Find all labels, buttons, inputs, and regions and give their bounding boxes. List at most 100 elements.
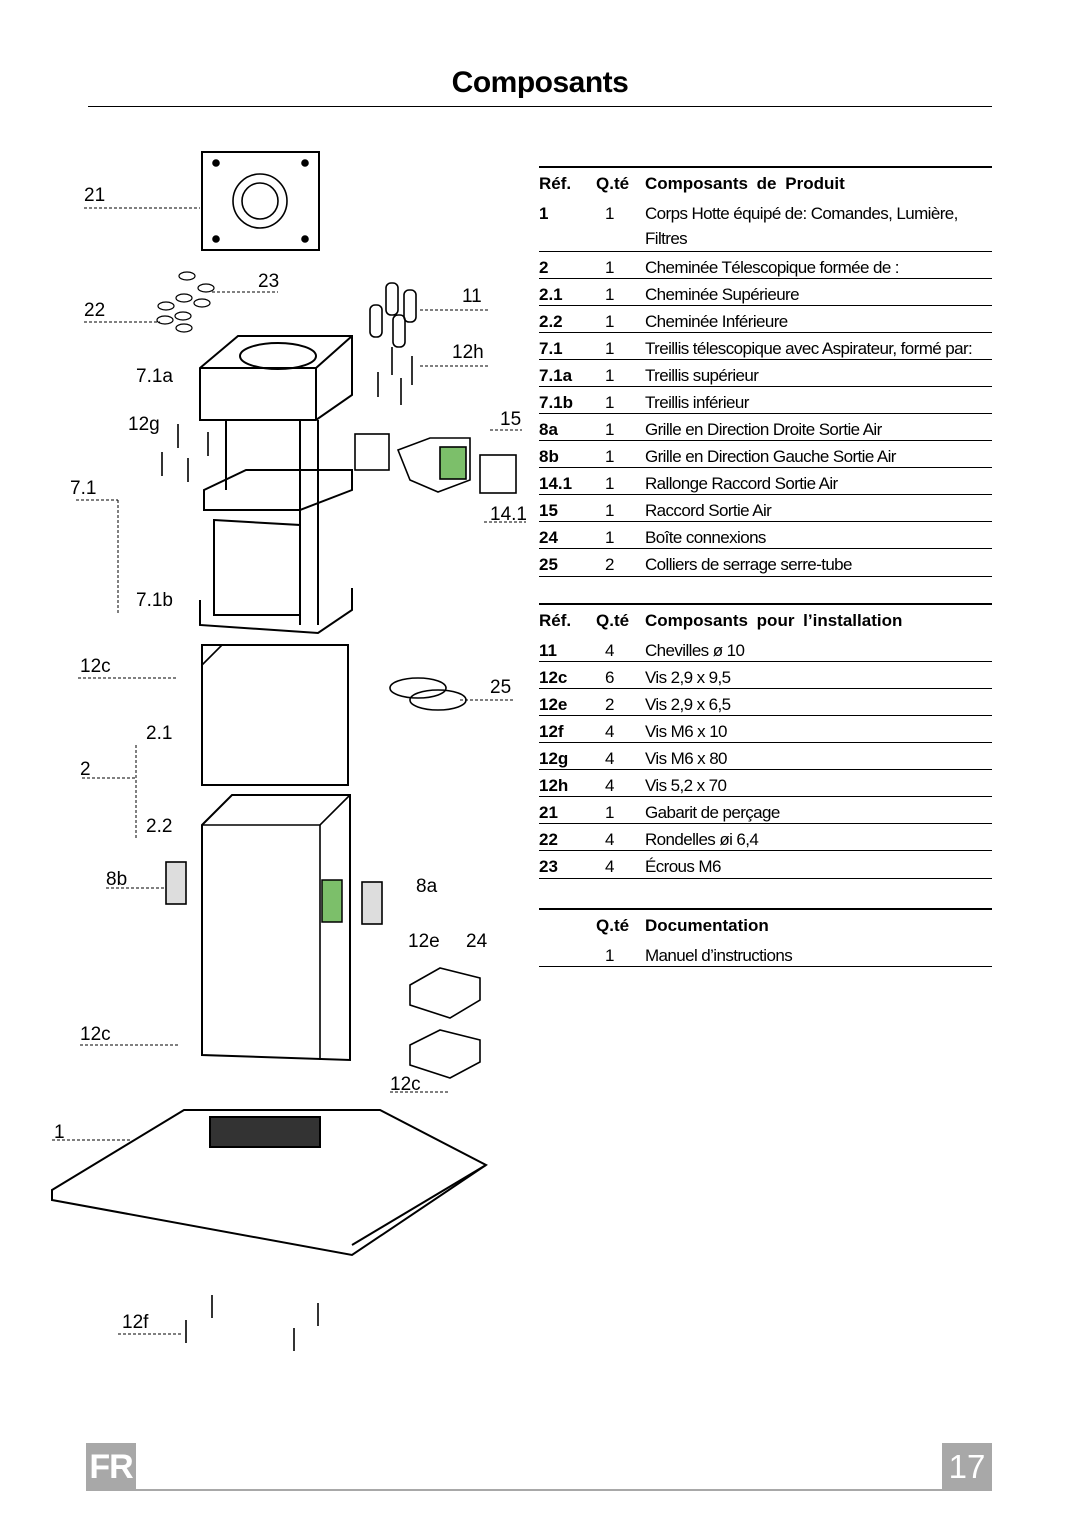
- label-12c-top: 12c: [80, 656, 111, 677]
- row-qty: 4: [605, 749, 615, 768]
- row-qty: 1: [605, 204, 615, 223]
- hood-body-drawing: [51, 1109, 488, 1257]
- row-qty: 1: [605, 285, 615, 304]
- label-7-1: 7.1: [70, 478, 96, 499]
- language-badge: FR: [86, 1443, 136, 1491]
- row-desc: Colliers de serrage serre-tube: [645, 555, 852, 574]
- drilling-template-drawing: [201, 151, 320, 251]
- row-ref: 12e: [539, 695, 568, 714]
- label-12c-bottom: 12c: [390, 1074, 421, 1095]
- leader-lines: [52, 207, 526, 1335]
- row-qty: 4: [605, 722, 615, 741]
- row-ref: 2.1: [539, 285, 563, 304]
- row-qty: 4: [605, 830, 615, 849]
- row-desc: Grille en Direction Droite Sortie Air: [645, 420, 882, 439]
- row-desc: Treillis supérieur: [645, 366, 759, 385]
- label-21: 21: [84, 185, 105, 206]
- row-qty: 1: [605, 528, 615, 547]
- label-7-1a: 7.1a: [136, 366, 173, 387]
- clamps-drawing: [389, 677, 467, 711]
- row-desc: Écrous M6: [645, 857, 721, 876]
- row-desc: Vis M6 x 80: [645, 749, 728, 768]
- page-title: Composants: [451, 66, 629, 99]
- screws-12h-drawing: [377, 347, 413, 405]
- label-12c-mid: 12c: [80, 1024, 111, 1045]
- row-ref: 11: [539, 641, 557, 660]
- header-desc: Documentation: [645, 916, 769, 935]
- docs-table-header: Q.té Documentation: [539, 910, 992, 940]
- row-ref: 12h: [539, 776, 569, 795]
- row-qty: 1: [605, 393, 615, 412]
- row-ref: 14.1: [539, 474, 573, 493]
- header-ref: Réf.: [539, 174, 572, 193]
- screws-12f-drawing: [185, 1295, 319, 1351]
- table-row: 2 1 Cheminée Télescopique formée de :: [539, 252, 992, 279]
- label-14-1: 14.1: [490, 504, 527, 525]
- row-desc: Cheminée Télescopique formée de :: [645, 258, 900, 277]
- label-2: 2: [80, 759, 91, 780]
- row-desc: Vis M6 x 10: [645, 722, 728, 741]
- footer-rule: [136, 1489, 942, 1491]
- row-desc: Rallonge Raccord Sortie Air: [645, 474, 838, 493]
- title-rule: [88, 106, 992, 107]
- lower-chimney-drawing: [201, 794, 351, 1062]
- exploded-diagram: 21 23 22 11 12h 7.1a 12g 15 7.1 14.1 7.1…: [51, 151, 527, 1351]
- row-qty: 6: [605, 668, 615, 687]
- row-ref: 8b: [539, 447, 559, 466]
- label-8a: 8a: [416, 876, 438, 897]
- washers-nuts-drawing: [156, 271, 215, 333]
- row-desc: Chevilles ø 10: [645, 641, 745, 660]
- installation-components-table: Réf. Q.té Composants pour l’installation…: [539, 603, 992, 879]
- row-qty: 1: [605, 258, 615, 277]
- row-qty: 4: [605, 857, 615, 876]
- row-ref: 7.1b: [539, 393, 574, 412]
- row-ref: 15: [539, 501, 558, 520]
- page-number: 17: [942, 1443, 992, 1491]
- product-table-header: Réf. Q.té Composants de Produit: [539, 168, 992, 198]
- grille-8a-drawing: [361, 881, 383, 925]
- row-ref: 12g: [539, 749, 569, 768]
- row-ref: 2: [539, 258, 549, 277]
- row-qty: 1: [605, 366, 615, 385]
- row-ref: 25: [539, 555, 558, 574]
- table-row: 23 4 Écrous M6: [539, 851, 992, 879]
- row-desc: Gabarit de perçage: [645, 803, 780, 822]
- table-row: 14.1 1 Rallonge Raccord Sortie Air: [539, 468, 992, 495]
- label-12f: 12f: [122, 1312, 149, 1333]
- row-ref: 12c: [539, 668, 568, 687]
- header-ref: Réf.: [539, 611, 572, 630]
- row-qty: 1: [605, 501, 615, 520]
- label-8b: 8b: [106, 869, 127, 890]
- install-table-header: Réf. Q.té Composants pour l’installation: [539, 605, 992, 635]
- row-qty: 1: [605, 474, 615, 493]
- label-7-1b: 7.1b: [136, 590, 173, 611]
- row-ref: 23: [539, 857, 558, 876]
- grille-8b-drawing: [165, 861, 187, 905]
- row-qty: 1: [605, 447, 615, 466]
- row-ref: 2.2: [539, 312, 563, 331]
- label-2-2: 2.2: [146, 816, 172, 837]
- row-ref: 12f: [539, 722, 564, 741]
- label-12h: 12h: [452, 342, 484, 363]
- row-qty: 1: [605, 420, 615, 439]
- table-row: 12g 4 Vis M6 x 80: [539, 743, 992, 770]
- row-desc: Vis 2,9 x 6,5: [645, 695, 731, 714]
- table-row: 11 4 Chevilles ø 10: [539, 635, 992, 662]
- junction-box-drawing: [409, 967, 481, 1079]
- row-qty: 1: [605, 312, 615, 331]
- row-qty: 4: [605, 641, 615, 660]
- row-desc: Manuel d’instructions: [645, 946, 793, 965]
- label-24: 24: [466, 931, 488, 952]
